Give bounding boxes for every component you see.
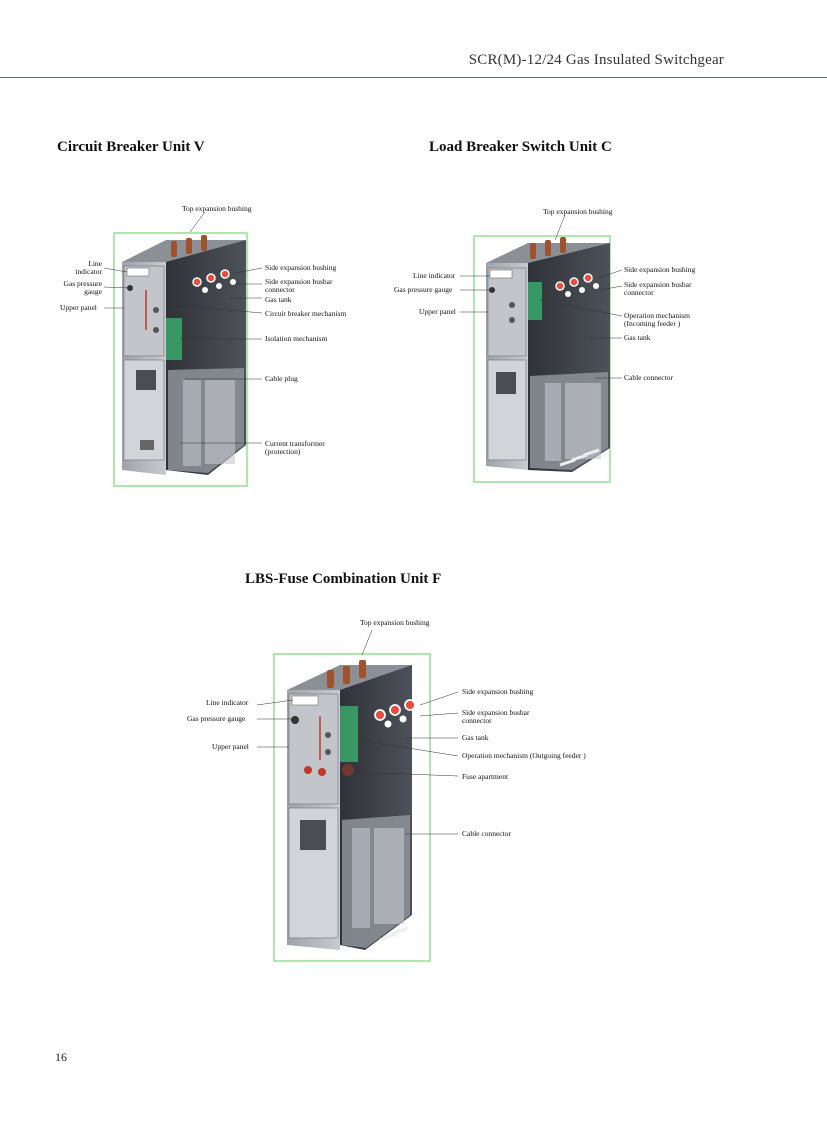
- unit-c-label-op-mech-2: (Incoming feeder ): [624, 319, 681, 328]
- unit-c-label-top-bushing: Top expansion bushing: [543, 207, 613, 216]
- unit-f-label-side-connector-1: Side expansion busbar: [462, 708, 530, 717]
- document-header-title: SCR(M)-12/24 Gas Insulated Switchgear: [468, 52, 724, 68]
- unit-v-label-line-indicator-1: Line: [88, 259, 102, 268]
- unit-c-title: Load Breaker Switch Unit C: [429, 139, 612, 155]
- unit-v-label-side-connector-2: connector: [265, 285, 295, 294]
- unit-c-label-upper-panel: Upper panel: [419, 307, 456, 316]
- header-rule: [0, 77, 827, 78]
- unit-v-label-gas-gauge-1: Gas pressure: [63, 279, 102, 288]
- unit-f-title: LBS-Fuse Combination Unit F: [245, 571, 442, 587]
- unit-v-figure: [103, 211, 263, 487]
- unit-c-label-op-mech-1: Operation mechanism: [624, 311, 691, 320]
- unit-c-label-gas-tank: Gas tank: [624, 333, 651, 342]
- unit-f-figure: [256, 629, 459, 962]
- unit-f-label-upper-panel: Upper panel: [212, 742, 249, 751]
- unit-v-label-isolation: Isolation mechanism: [265, 334, 328, 343]
- unit-c-figure: [460, 214, 623, 483]
- unit-v-label-gas-tank: Gas tank: [265, 295, 292, 304]
- unit-c-label-side-connector-2: connector: [624, 288, 654, 297]
- unit-v-label-ct-2: (protection): [265, 447, 301, 456]
- unit-v-frame: [113, 232, 248, 487]
- unit-f-label-gas-tank: Gas tank: [462, 733, 489, 742]
- unit-v-label-upper-panel: Upper panel: [60, 303, 97, 312]
- unit-v-label-gas-gauge-2: gauge: [84, 287, 102, 296]
- unit-f-label-side-connector-2: connector: [462, 716, 492, 725]
- unit-c-label-side-connector-1: Side expansion busbar: [624, 280, 692, 289]
- unit-v-label-side-bushing: Side expansion bushing: [265, 263, 337, 272]
- unit-v-label-ct-1: Current transformer: [265, 439, 325, 448]
- unit-v-label-cable-plug: Cable plug: [265, 374, 298, 383]
- unit-c-label-cable-connector: Cable connector: [624, 373, 673, 382]
- unit-c-label-side-bushing: Side expansion bushing: [624, 265, 696, 274]
- unit-c-label-gas-gauge: Gas pressure gauge: [394, 285, 453, 294]
- unit-v-title: Circuit Breaker Unit V: [57, 139, 205, 155]
- unit-f-label-cable-connector: Cable connector: [462, 829, 511, 838]
- unit-f-label-gas-gauge: Gas pressure gauge: [187, 714, 246, 723]
- unit-f-label-op-mech: Operation mechanism (Outgoing feeder ): [462, 751, 586, 760]
- unit-v-label-top-bushing: Top expansion bushing: [182, 204, 252, 213]
- unit-f-label-line-indicator: Line indicator: [206, 698, 249, 707]
- unit-f-label-top-bushing: Top expansion bushing: [360, 618, 430, 627]
- unit-f-frame: [273, 653, 431, 962]
- unit-v-label-line-indicator-2: indicator: [75, 267, 102, 276]
- unit-v-label-cb-mechanism: Circuit breaker mechanism: [265, 309, 347, 318]
- unit-c-label-line-indicator: Line indicator: [413, 271, 456, 280]
- unit-v-label-side-connector-1: Side expansion busbar: [265, 277, 333, 286]
- unit-f-label-side-bushing: Side expansion bushing: [462, 687, 534, 696]
- page-number: 16: [55, 1050, 67, 1064]
- unit-f-label-fuse: Fuse apartment: [462, 772, 509, 781]
